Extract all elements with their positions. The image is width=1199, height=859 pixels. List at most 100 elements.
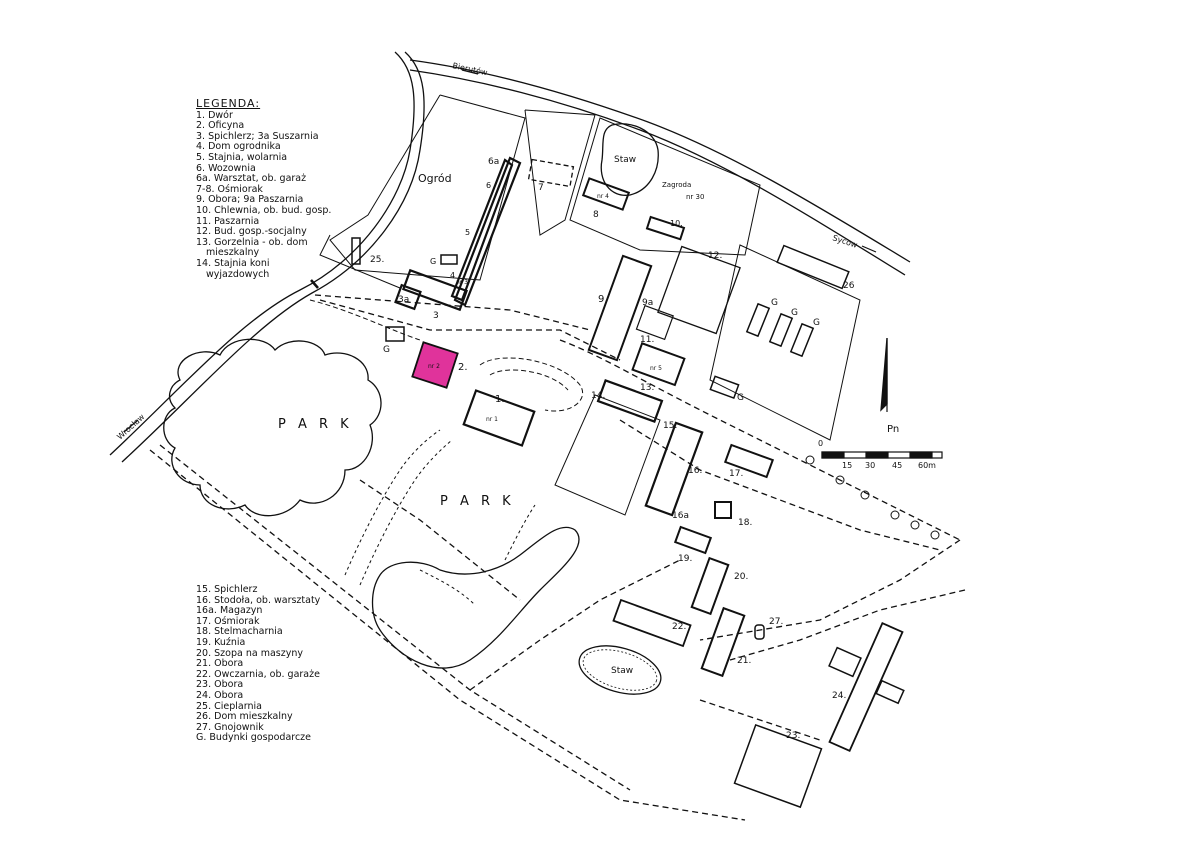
label-farmstead: Zagroda: [662, 181, 691, 189]
legend-item: 21. Obora: [196, 658, 244, 670]
num-b6: 6: [486, 181, 491, 190]
building-6-chain: [394, 156, 522, 312]
entrance-path: [309, 299, 421, 341]
num-nr4: nr 4: [597, 193, 609, 200]
legend-title: LEGENDA:: [196, 97, 261, 110]
garden-fence: [319, 94, 526, 289]
park-2-tree-row-b: [359, 439, 453, 586]
num-nr3: nr 3: [456, 279, 468, 286]
legend-item: 16a. Magazyn: [196, 605, 263, 617]
road-arrows: [123, 69, 877, 433]
scale-tick-45: 45: [892, 461, 902, 470]
building-9-group: [587, 254, 674, 362]
legend-item: 23. Obora: [196, 679, 244, 691]
building-22: [612, 598, 692, 648]
legend-item: 25. Cieplarnia: [196, 700, 262, 712]
num-b11: 11.: [640, 335, 654, 345]
legend-item: mieszkalny: [206, 247, 260, 259]
park-2-tree-row-c: [419, 569, 476, 606]
building-25: [351, 237, 361, 265]
park-1-outline: [163, 338, 382, 517]
road-label-west: Wrocław: [115, 412, 146, 442]
north-arrow: [880, 337, 888, 412]
legend-item: 2. Oficyna: [196, 120, 245, 132]
num-nr2: nr 2: [428, 363, 440, 370]
num-b18: 18.: [738, 518, 752, 528]
legend-item: 20. Szopa na maszyny: [196, 647, 303, 659]
building-20: [690, 556, 730, 616]
num-b12: 12.: [708, 251, 722, 261]
sheds-east: [745, 302, 815, 358]
east-yard-fence: [709, 244, 861, 441]
num-b3: 3: [433, 311, 439, 321]
num-b6a: 6a: [488, 157, 499, 167]
park-2-hedge: [371, 526, 580, 669]
legend-item: 15. Spichlerz: [196, 584, 258, 595]
legend-item: 13. Gorzelnia - ob. dom: [196, 236, 308, 248]
estate-boundary: [149, 294, 966, 821]
shed-g-west: [385, 326, 405, 342]
label-pond-1: Staw: [614, 155, 636, 165]
legend-item: 14. Stajnia koni: [196, 257, 270, 269]
building-16: [644, 421, 704, 517]
num-b17: 17.: [729, 469, 743, 479]
pond-1: [600, 123, 659, 196]
building-19: [673, 525, 713, 555]
num-b22: 22.: [672, 622, 686, 632]
num-b25: 25.: [370, 255, 384, 265]
num-b3a: 3a: [398, 295, 409, 305]
num-b16a: 16a: [672, 511, 689, 521]
building-1-manor: [462, 389, 536, 447]
legend-item: 27. Gnojownik: [196, 721, 264, 733]
legend-item: 6. Wozownia: [196, 162, 256, 174]
driveway-loop: [479, 357, 583, 412]
scale-tick-60: 60m: [918, 461, 936, 470]
num-b1: 1.: [495, 394, 505, 405]
num-b4: 4: [450, 271, 455, 280]
legend-item: wyjazdowych: [206, 268, 270, 280]
legend-item: 1. Dwór: [196, 109, 233, 121]
label-g-1: G: [430, 257, 436, 266]
label-garden: Ogród: [418, 172, 452, 185]
legend-item: 16. Stodoła, ob. warsztaty: [196, 594, 321, 606]
building-26: [776, 244, 850, 290]
building-24-annex-b: [875, 679, 905, 705]
num-b2: 2.: [458, 362, 468, 373]
farmstead-fence: [569, 117, 761, 256]
label-park-2: P A R K: [440, 494, 515, 509]
entrance-marker: [310, 279, 319, 289]
label-g-5: G: [813, 318, 820, 328]
legend-item: 3. Spichlerz; 3a Suszarnia: [196, 130, 319, 142]
building-24-annex-a: [828, 646, 862, 678]
num-b10: 10.: [670, 219, 683, 228]
legend-item: 22. Owczarnia, ob. garaże: [196, 668, 320, 680]
yard-fence-a: [524, 109, 596, 236]
legend-item: 9. Obora; 9a Paszarnia: [196, 194, 304, 206]
road-sycow: [409, 69, 906, 276]
legend-item: 11. Paszarnia: [196, 215, 260, 227]
num-b9: 9.: [598, 294, 608, 305]
num-b23: 23.: [786, 731, 800, 741]
num-nr5: nr 5: [650, 365, 662, 372]
num-b8: 8: [593, 210, 599, 220]
legend-item: 12. Bud. gosp.-socjalny: [196, 226, 307, 238]
building-15-yard: [554, 394, 661, 516]
building-23: [733, 723, 823, 809]
driveway-loop-inner: [489, 369, 569, 391]
num-b19: 19.: [678, 554, 692, 564]
legend-item: 19. Kuźnia: [196, 636, 246, 648]
label-park-1: P A R K: [278, 417, 353, 432]
building-8: [581, 177, 631, 211]
tree-row-east: [805, 455, 940, 540]
num-b20: 20.: [734, 572, 748, 582]
building-27: [754, 624, 765, 640]
road-label-east: Sycow: [831, 233, 859, 250]
legend-item: 4. Dom ogrodnika: [196, 141, 281, 153]
legend-item: 10. Chlewnia, ob. bud. gosp.: [196, 204, 332, 216]
num-b9a: 9a: [642, 298, 653, 308]
building-10: [645, 215, 686, 241]
scale-tick-15: 15: [842, 461, 852, 470]
pond-2: [578, 645, 662, 695]
building-2-highlight: [411, 341, 459, 389]
